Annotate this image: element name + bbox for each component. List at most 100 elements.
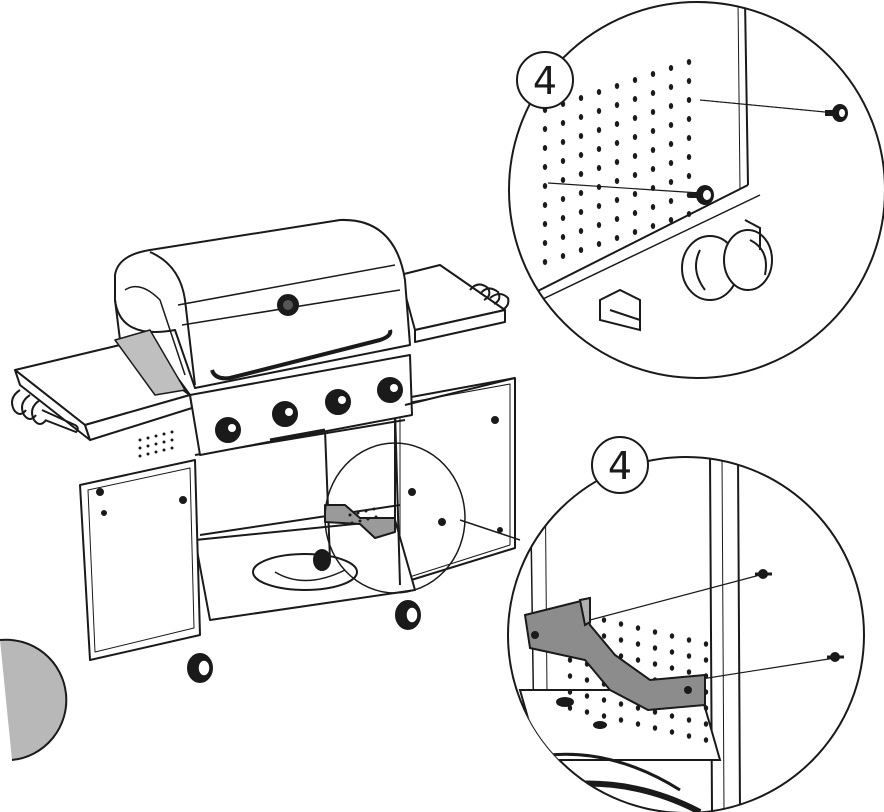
perforation-dot	[584, 693, 590, 699]
perforation-dot	[632, 115, 638, 121]
perforation-dot	[567, 657, 573, 663]
perforation-dot	[614, 83, 620, 89]
perforation-dot	[632, 172, 638, 178]
step-number-badge-bottom	[591, 436, 649, 494]
perforation-dot	[668, 198, 674, 204]
perforation-dot	[686, 116, 692, 122]
perforation-dot	[652, 709, 658, 715]
perforation-dot	[632, 153, 638, 159]
perforation-dot	[542, 126, 548, 132]
perforation-dot	[686, 717, 692, 723]
perforation-dot	[578, 209, 584, 215]
perforation-dot	[632, 96, 638, 102]
perforation-dot	[668, 141, 674, 147]
perforation-dot	[635, 641, 641, 647]
perforation-dot	[542, 164, 548, 170]
perforation-dot	[596, 203, 602, 209]
perforation-dot	[542, 202, 548, 208]
perforation-dot	[652, 645, 658, 651]
perforation-dot	[635, 657, 641, 663]
detail-circle-top	[508, 1, 884, 379]
perforation-dot	[584, 677, 590, 683]
perforation-dot	[542, 240, 548, 246]
perforation-dot	[596, 222, 602, 228]
caster-wheel	[681, 219, 773, 301]
grill-illustration	[0, 218, 521, 761]
perforation-dot	[669, 729, 675, 735]
cart-detail-circle	[324, 442, 466, 594]
perforation-dot	[567, 705, 573, 711]
perforation-dot	[686, 733, 692, 739]
perforation-dot	[542, 259, 548, 265]
screw-icon	[827, 652, 844, 662]
perforation-dot	[632, 77, 638, 83]
perforation-dot	[560, 158, 566, 164]
perforation-dot	[668, 179, 674, 185]
screw-icon	[755, 569, 772, 579]
perforation-dot	[567, 689, 573, 695]
perforation-dot	[703, 657, 709, 663]
perforation-dot	[686, 637, 692, 643]
perforation-dot	[596, 127, 602, 133]
burner-knob-2[interactable]	[272, 401, 298, 427]
step-number-bottom: 4	[608, 444, 632, 488]
perforation-dot	[632, 191, 638, 197]
perforation-dot	[560, 139, 566, 145]
perforation-dot	[560, 196, 566, 202]
perforation-dot	[650, 223, 656, 229]
perforation-dot	[614, 216, 620, 222]
screw-icon	[825, 104, 848, 122]
perforation-dot	[560, 177, 566, 183]
perforation-dot	[632, 229, 638, 235]
cart-wheel-right	[395, 600, 421, 630]
perforation-dot	[686, 78, 692, 84]
perforation-dot	[686, 135, 692, 141]
perforation-dot	[618, 717, 624, 723]
burner-knob-3[interactable]	[325, 389, 351, 415]
perforation-dot	[614, 140, 620, 146]
perforation-dot	[614, 178, 620, 184]
perforation-dot	[578, 171, 584, 177]
bracket-icon	[523, 596, 706, 712]
perforation-dot	[686, 653, 692, 659]
perforation-dot	[614, 197, 620, 203]
perforation-dot	[669, 665, 675, 671]
perforation-dot	[635, 721, 641, 727]
perforation-dot	[560, 253, 566, 259]
perforation-dot	[578, 152, 584, 158]
perforation-dot	[560, 120, 566, 126]
perforation-dot	[686, 669, 692, 675]
burner-knob-4[interactable]	[377, 377, 403, 403]
perforation-dot	[618, 637, 624, 643]
perforation-dot	[632, 134, 638, 140]
hood-handle[interactable]	[210, 329, 393, 381]
perforation-dot	[542, 221, 548, 227]
perforation-dot	[596, 108, 602, 114]
left-tool-hooks	[11, 389, 79, 433]
perforation-dot	[584, 709, 590, 715]
right-side-panel	[394, 377, 516, 586]
perforation-dot	[703, 705, 709, 711]
detail-view-top: 4	[508, 1, 884, 379]
perforation-dot	[578, 247, 584, 253]
perforation-dot	[560, 215, 566, 221]
burner-knob-1[interactable]	[215, 417, 241, 443]
perforation-dot	[668, 84, 674, 90]
perforation-dot	[614, 121, 620, 127]
perforation-dot	[686, 173, 692, 179]
perforated-panel-dots	[348, 507, 378, 525]
perforation-dot	[578, 228, 584, 234]
perforation-dot	[596, 184, 602, 190]
perforation-dot	[578, 95, 584, 101]
perforation-dot	[650, 71, 656, 77]
perforation-dot	[601, 697, 607, 703]
perforation-dot	[652, 661, 658, 667]
edge-detail-circle	[0, 638, 68, 761]
side-vent-dots	[138, 430, 174, 458]
perforation-dot	[652, 725, 658, 731]
perforation-dot	[635, 705, 641, 711]
tank-opening	[252, 553, 358, 591]
perforation-dot	[596, 241, 602, 247]
perforation-dot	[652, 629, 658, 635]
left-door-panel	[79, 459, 201, 661]
